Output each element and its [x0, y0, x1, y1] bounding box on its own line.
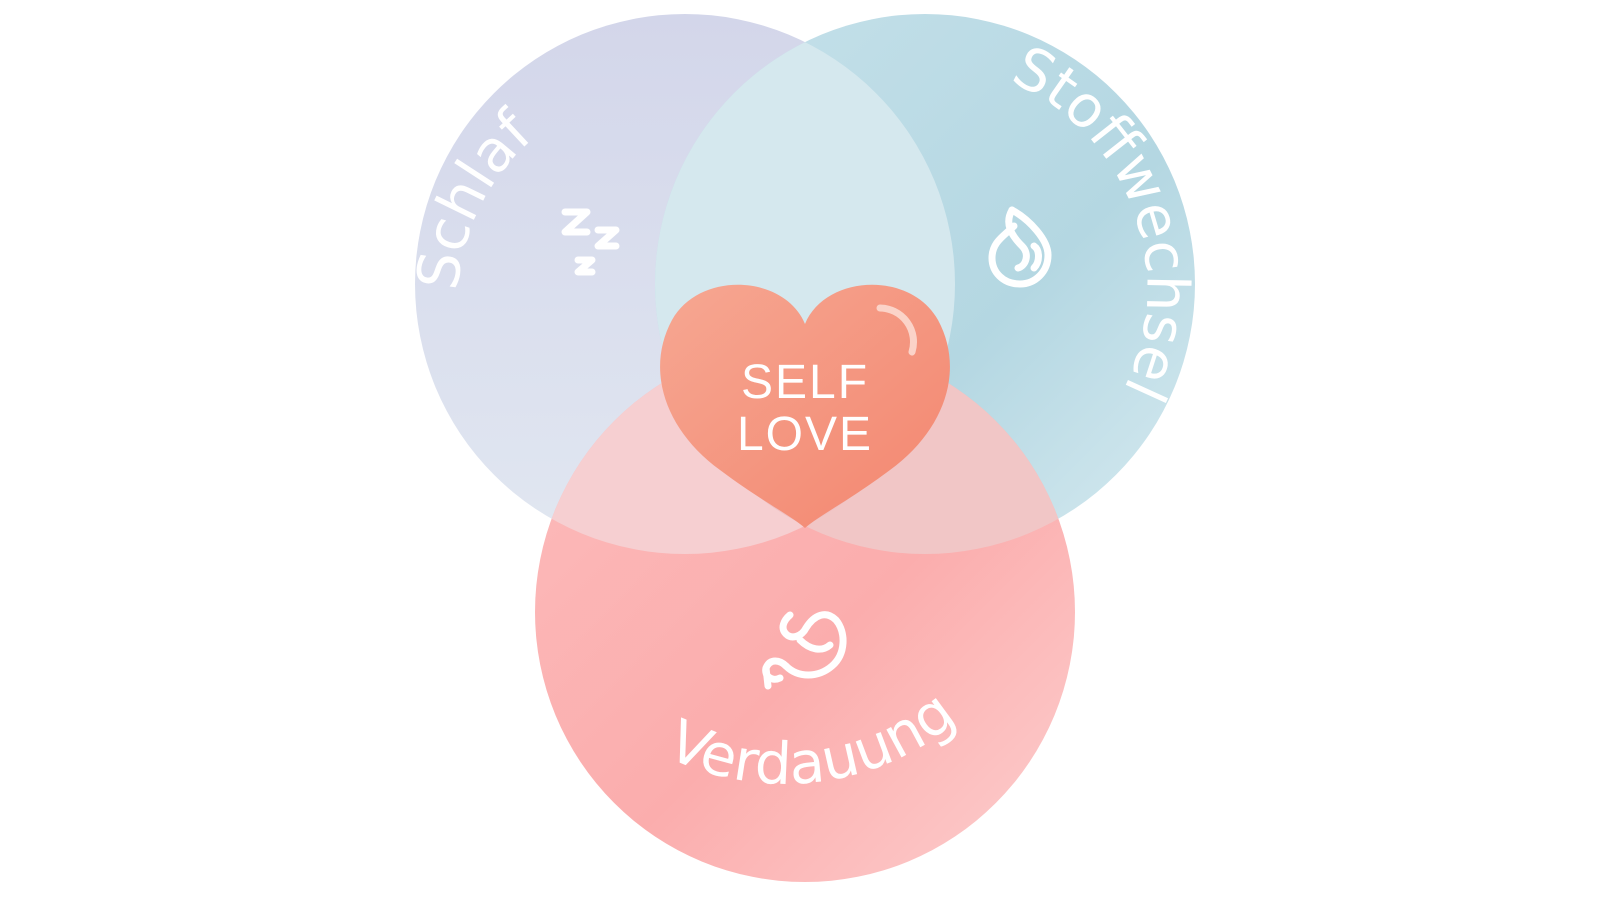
center-label-line2: LOVE [737, 408, 873, 461]
heart-icon [660, 284, 950, 528]
flame-icon [988, 206, 1052, 288]
heart-shine [876, 304, 917, 356]
center-label-line1: SELF [741, 356, 869, 409]
stomach-icon [762, 611, 847, 690]
zzz-sleep-icon [561, 208, 620, 276]
